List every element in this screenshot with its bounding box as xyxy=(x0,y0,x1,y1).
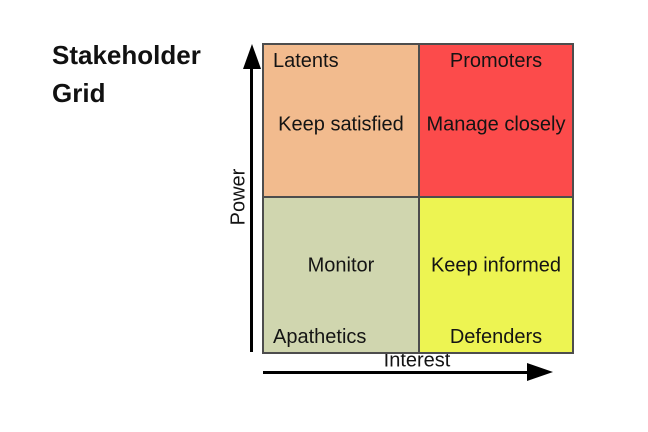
quadrant-latents: Latents Keep satisfied xyxy=(264,45,420,198)
x-axis-label: Interest xyxy=(383,349,451,372)
quadrant-strategy-monitor: Monitor xyxy=(307,254,375,277)
y-axis-line xyxy=(250,66,253,352)
y-axis-arrowhead-icon xyxy=(243,44,261,69)
quadrant-defenders: Keep informed Defenders xyxy=(420,198,572,352)
quadrant-name-latents: Latents xyxy=(273,50,339,72)
x-axis-arrowhead-icon xyxy=(527,363,553,381)
quadrant-name-promoters: Promoters xyxy=(449,50,543,72)
quadrant-strategy-manage-closely: Manage closely xyxy=(426,113,566,136)
quadrant-apathetics: Monitor Apathetics xyxy=(264,198,420,352)
quadrant-name-defenders: Defenders xyxy=(449,326,543,348)
quadrant-name-apathetics: Apathetics xyxy=(273,326,367,348)
y-axis-label: Power xyxy=(227,168,250,226)
quadrant-strategy-keep-satisfied: Keep satisfied xyxy=(278,113,404,136)
matrix-grid: Latents Keep satisfied Promoters Manage … xyxy=(262,43,574,354)
quadrant-strategy-keep-informed: Keep informed xyxy=(430,254,562,277)
x-axis-line xyxy=(263,371,529,374)
quadrant-promoters: Promoters Manage closely xyxy=(420,45,572,198)
page-title: Stakeholder Grid xyxy=(52,40,201,108)
